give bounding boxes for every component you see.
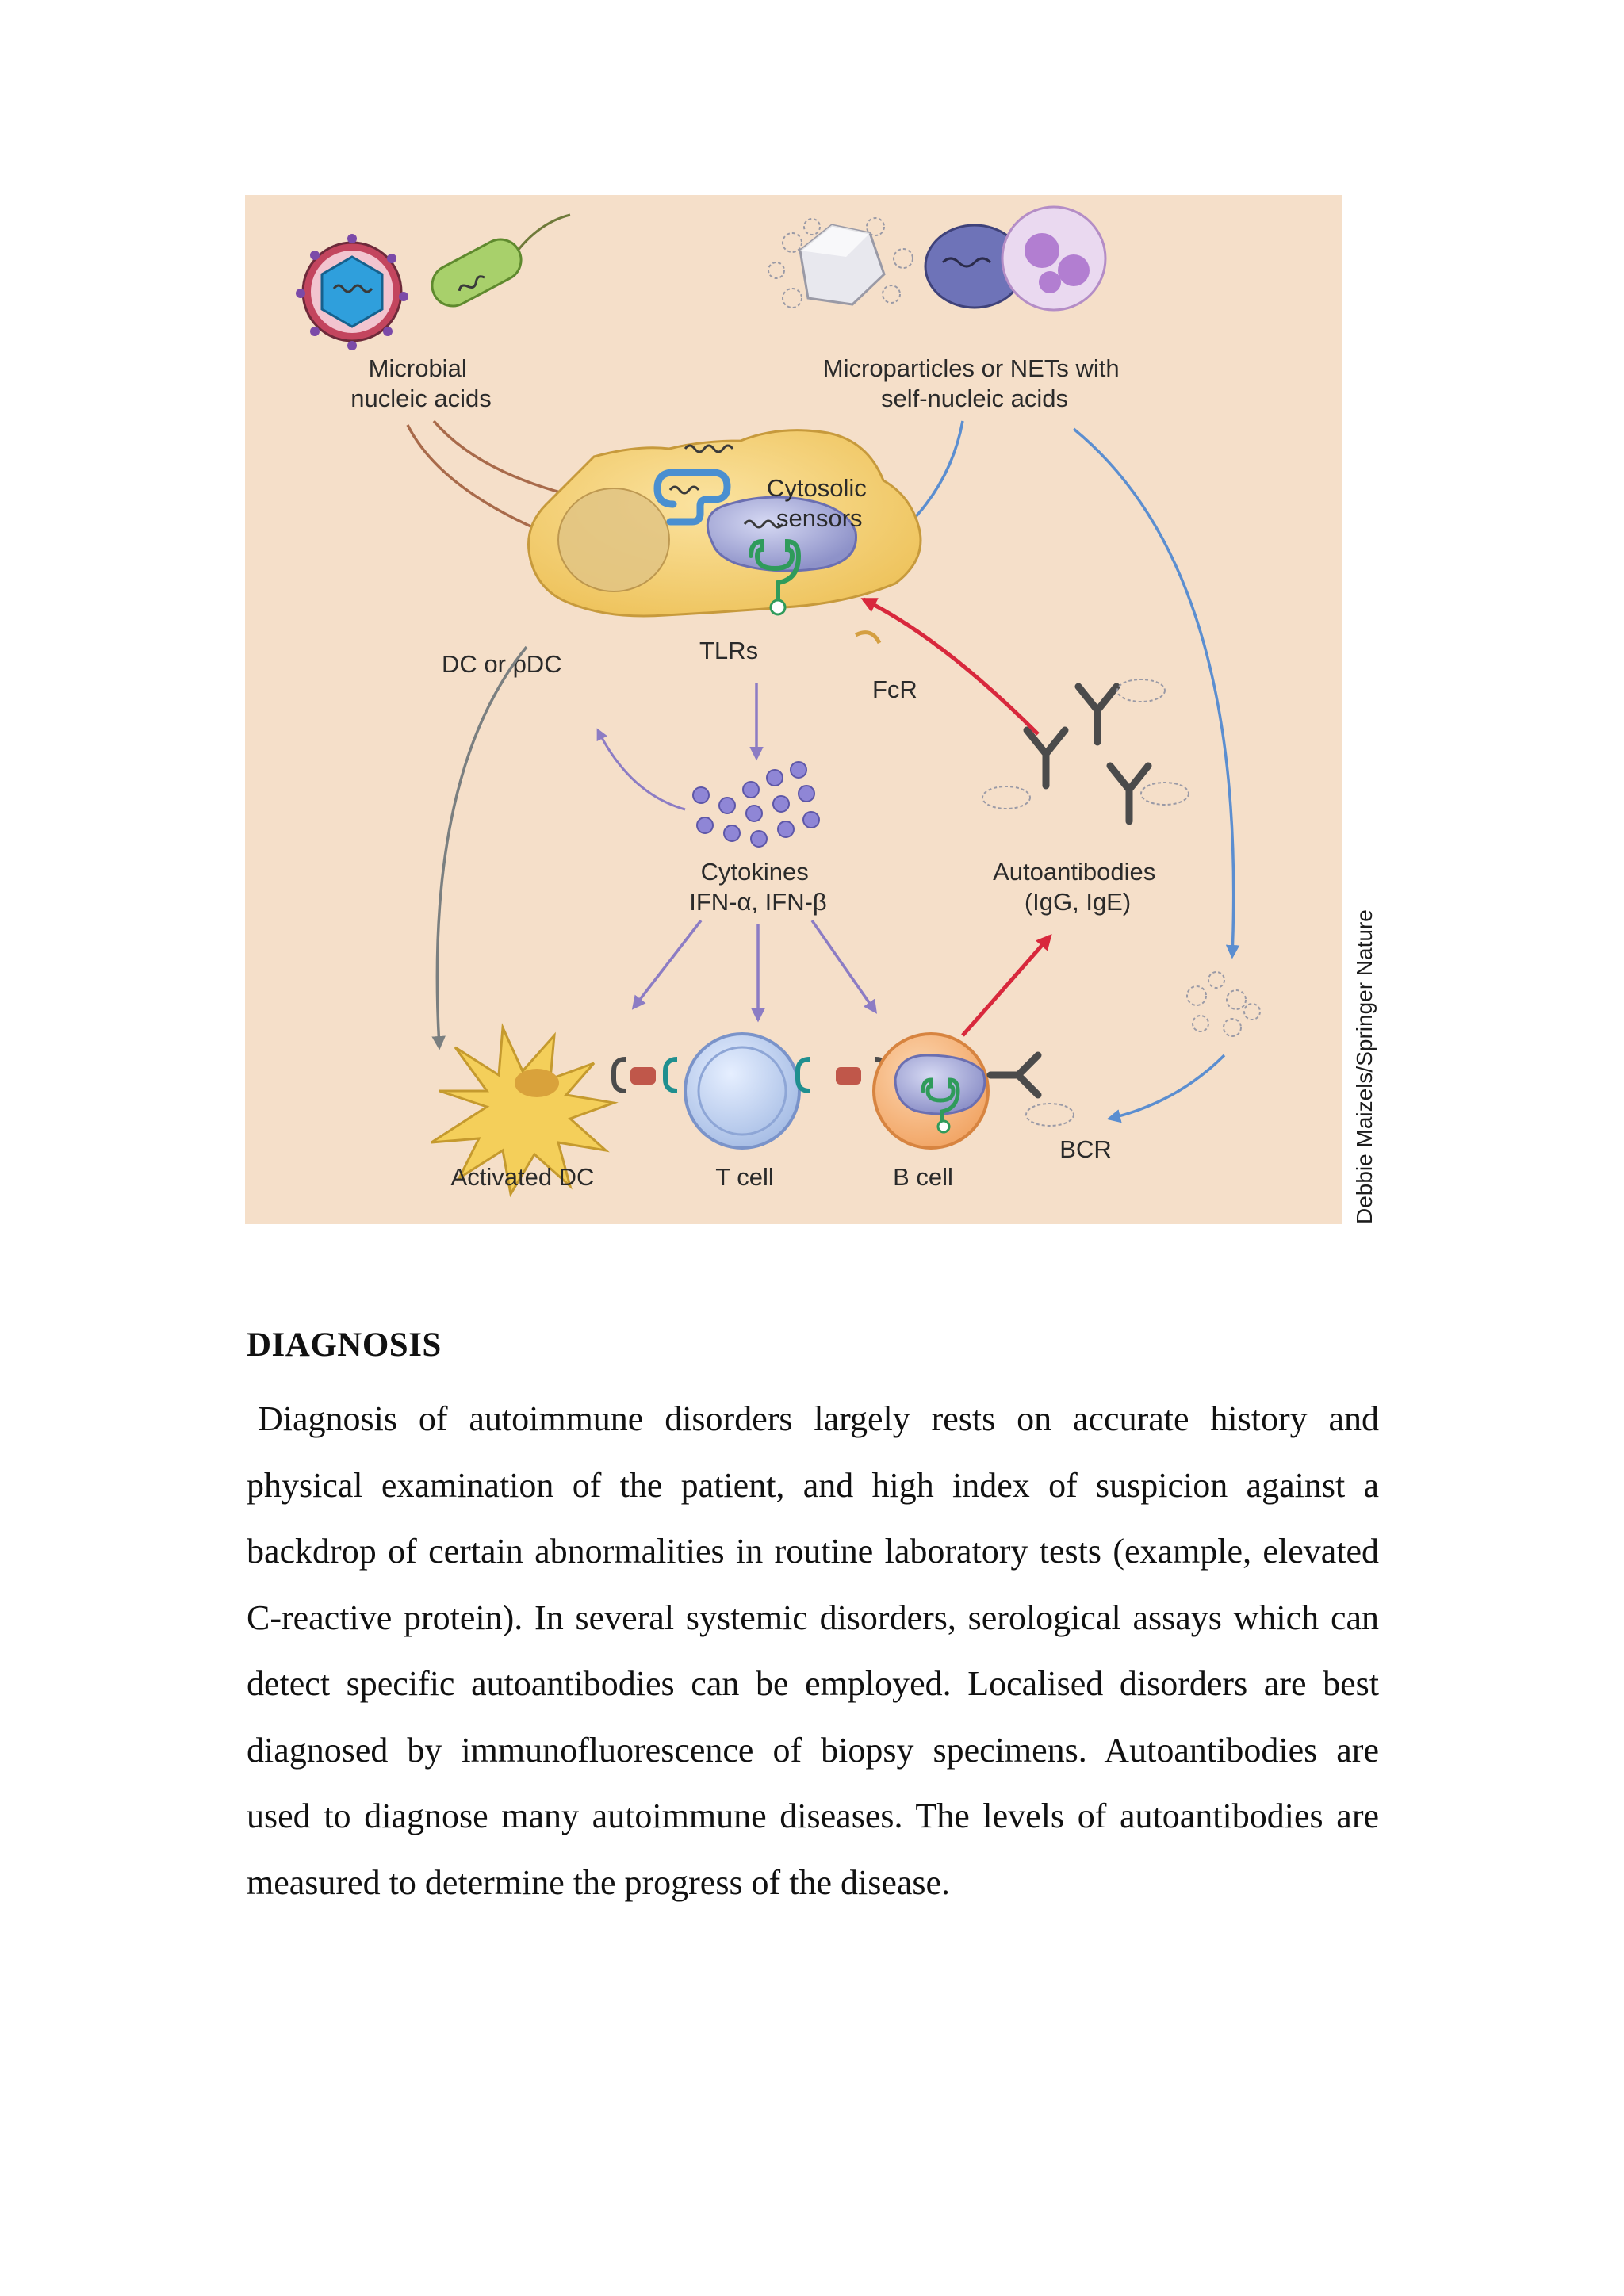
label-tlrs: TLRs	[699, 637, 758, 664]
arrow-dc-to-activated-dc	[431, 645, 528, 1050]
tlr-receptor-icon	[749, 538, 802, 616]
bcr-bound-nucleic-acid	[1025, 1103, 1074, 1127]
dc-cell	[527, 429, 922, 618]
label-b-cell: B cell	[893, 1163, 953, 1191]
label-t-cell: T cell	[715, 1163, 774, 1191]
arrow-autoantibodies-to-fcr	[860, 597, 1040, 736]
label-activated-dc: Activated DC	[451, 1163, 595, 1191]
arrow-cytokines-to-dc	[596, 728, 686, 811]
arrow-cytokines-to-activated-dc	[631, 919, 703, 1010]
cytokine-dots	[692, 761, 820, 848]
arrow-microparticles-to-bcr	[1072, 427, 1240, 959]
label-cytokines: Cytokines IFN-α, IFN-β	[689, 858, 827, 916]
arrow-b-cell-to-autoantibodies	[961, 933, 1052, 1037]
fcr-receptor-icon	[854, 630, 882, 645]
autoantibody-icons	[1023, 683, 1152, 825]
virus-icon	[296, 234, 408, 350]
b-cell	[872, 1032, 990, 1150]
section-heading: DIAGNOSIS	[247, 1326, 442, 1364]
image-credit: Debbie Maizels/Springer Nature	[1352, 909, 1377, 1224]
figure-background	[245, 195, 1342, 1224]
arrow-microparticles-to-bcr-tip	[1106, 1054, 1226, 1123]
nucleic-acid-icon	[684, 444, 734, 453]
microparticle-small-icon	[1186, 971, 1261, 1037]
arrow-cytokines-to-b-cell	[810, 920, 877, 1014]
cytosolic-sensor-icon	[653, 469, 731, 526]
synapse-left-icon	[611, 1057, 678, 1093]
label-bcr: BCR	[1059, 1135, 1111, 1163]
label-cytosolic-sensors: Cytosolic sensors	[767, 474, 873, 532]
bacterium-icon	[431, 213, 571, 308]
self-nucleic-acid-fragments	[982, 679, 1189, 809]
label-microparticles: Microparticles or NETs with self-nucleic…	[823, 354, 1126, 412]
label-fcr: FcR	[872, 675, 917, 703]
label-dc-or-pdc: DC or pDC	[442, 650, 562, 678]
label-autoantibodies: Autoantibodies (IgG, IgE)	[993, 858, 1162, 916]
immune-pathway-figure: Microbial nucleic acids Microparticles o…	[245, 195, 1382, 1226]
body-paragraph: Diagnosis of autoimmune disorders largel…	[247, 1399, 1379, 1902]
pathway-diagram: Microbial nucleic acids Microparticles o…	[245, 195, 1377, 1224]
label-microbial: Microbial nucleic acids	[350, 354, 491, 412]
activated-dc-cell	[431, 1023, 619, 1198]
t-cell	[684, 1032, 801, 1150]
net-neutrophil-icon	[924, 205, 1107, 312]
microparticle-icon	[768, 217, 914, 308]
bcr-icon	[986, 1051, 1042, 1099]
